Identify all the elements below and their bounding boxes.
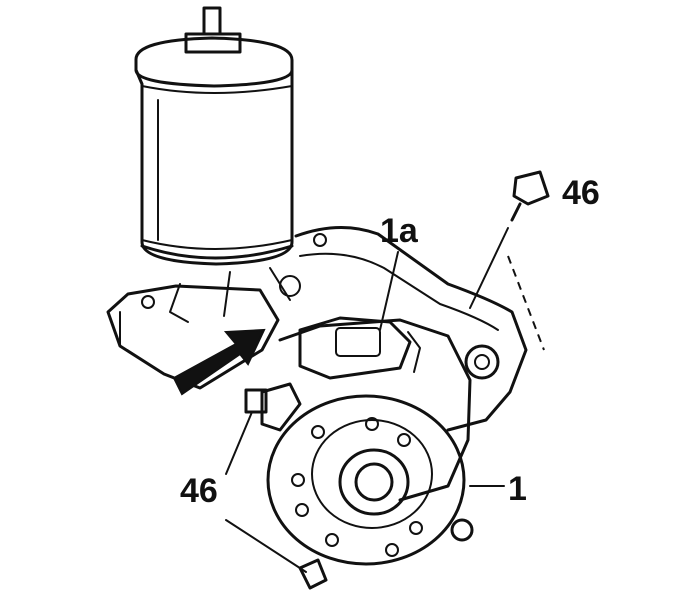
bolt-rear: [450, 518, 474, 542]
callout-46-bottom: 46: [180, 472, 218, 510]
pulley: [266, 394, 466, 566]
mounting-bracket-left: [106, 267, 301, 390]
fluid-reservoir: [134, 6, 294, 266]
bolt-bottom-lower: [298, 558, 328, 590]
bracket-1a: [294, 226, 528, 432]
bolt-bottom-upper: [244, 388, 268, 414]
pump-body: [260, 316, 472, 502]
callout-46-top: 46: [562, 174, 600, 212]
callout-1: 1: [508, 470, 527, 508]
arrow-icon: [172, 328, 266, 396]
callout-1a: 1a: [380, 212, 418, 250]
leader-lines: [225, 227, 545, 573]
bolt-top: [510, 170, 550, 222]
